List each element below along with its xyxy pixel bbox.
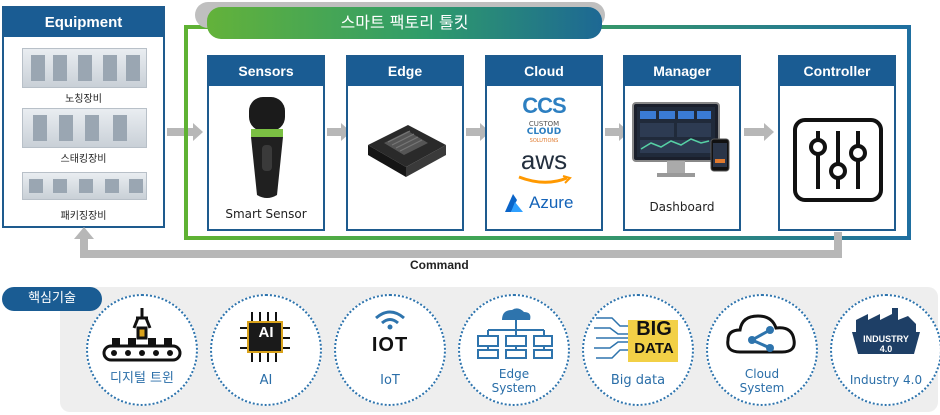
command-arrow-down bbox=[834, 232, 842, 258]
tech-industry-4: INDUSTRY 4.0 Industry 4.0 bbox=[830, 294, 940, 406]
controller-sliders-icon bbox=[793, 118, 883, 202]
ccs-logo-line: SOLUTIONS bbox=[529, 138, 559, 144]
flow-arrow bbox=[744, 123, 774, 141]
command-label: Command bbox=[410, 258, 469, 272]
component-title: Controller bbox=[780, 57, 894, 86]
smart-sensor-icon bbox=[249, 97, 285, 198]
component-edge: Edge bbox=[346, 55, 464, 231]
ai-chip-icon bbox=[240, 312, 290, 362]
ai-badge: AI bbox=[258, 324, 274, 341]
stacking-machine-image bbox=[22, 108, 147, 148]
tech-digital-twin: 디지털 트윈 bbox=[86, 294, 198, 406]
equipment-title: Equipment bbox=[4, 8, 163, 37]
flow-arrow bbox=[605, 123, 629, 141]
packaging-machine-image bbox=[22, 172, 147, 200]
component-cloud: Cloud CCS CUSTOM CLOUD SOLUTIONS aws Azu… bbox=[485, 55, 603, 231]
component-title: Sensors bbox=[209, 57, 323, 86]
core-tech-title: 핵심기술 bbox=[2, 287, 102, 311]
circuit-lines-icon bbox=[594, 317, 630, 359]
industry-badge-icon bbox=[852, 308, 920, 354]
edge-network-icon bbox=[477, 308, 553, 359]
component-caption: Dashboard bbox=[649, 200, 715, 214]
component-manager: Manager Dashboard bbox=[623, 55, 741, 231]
tech-label: Cloud bbox=[744, 367, 780, 381]
component-title: Cloud bbox=[487, 57, 601, 86]
toolkit-title: 스마트 팩토리 툴킷 bbox=[207, 7, 602, 39]
command-arrow-head bbox=[74, 227, 94, 239]
wifi-icon bbox=[375, 310, 405, 330]
tech-label: System bbox=[491, 381, 537, 395]
component-controller: Controller bbox=[778, 55, 896, 231]
command-arrow-up bbox=[80, 238, 88, 258]
flow-arrow bbox=[327, 123, 351, 141]
industry-badge-text: INDUSTRY bbox=[863, 334, 909, 344]
flow-arrow bbox=[466, 123, 490, 141]
equipment-item-label: 노칭장비 bbox=[65, 94, 102, 105]
big-data-badge: BIG bbox=[636, 318, 672, 340]
big-data-badge-bg bbox=[628, 320, 678, 362]
tech-cloud-system: Cloud System bbox=[706, 294, 818, 406]
tech-iot: IOT IoT bbox=[334, 294, 446, 406]
tech-ai: AI AI bbox=[210, 294, 322, 406]
ccs-logo: CCS bbox=[522, 93, 566, 118]
tech-label: AI bbox=[259, 373, 273, 388]
tech-label: Big data bbox=[610, 373, 666, 388]
tech-label: Edge bbox=[498, 367, 530, 381]
component-caption: Smart Sensor bbox=[225, 207, 307, 221]
equipment-item-label: 패키징장비 bbox=[60, 211, 107, 222]
tech-label: System bbox=[739, 381, 785, 395]
iot-badge: IOT bbox=[371, 334, 409, 356]
notching-machine-image bbox=[22, 48, 147, 88]
equipment-item-label: 스태킹장비 bbox=[60, 154, 107, 165]
ccs-logo-line: CUSTOM bbox=[528, 120, 560, 128]
tech-big-data: BIG DATA Big data bbox=[582, 294, 694, 406]
tech-edge-system: Edge System bbox=[458, 294, 570, 406]
component-title: Manager bbox=[625, 57, 739, 86]
aws-logo: aws bbox=[520, 145, 568, 175]
component-title: Edge bbox=[348, 57, 462, 86]
aws-smile-icon bbox=[518, 175, 572, 184]
dashboard-monitor-icon bbox=[632, 102, 730, 177]
tech-label: Industry 4.0 bbox=[849, 373, 923, 387]
robot-arm-conveyor-icon bbox=[102, 308, 182, 362]
tech-label: 디지털 트윈 bbox=[110, 371, 174, 386]
industry-badge-text: 4.0 bbox=[879, 344, 893, 354]
component-sensors: Sensors Smart Sensor bbox=[207, 55, 325, 231]
azure-logo-icon bbox=[505, 194, 523, 212]
equipment-panel: Equipment 노칭장비 스태킹장비 패키징장비 bbox=[2, 6, 165, 228]
edge-device-icon bbox=[368, 125, 446, 177]
ccs-logo-line: CLOUD bbox=[526, 127, 562, 137]
big-data-badge: DATA bbox=[634, 340, 674, 357]
command-arrow-line bbox=[80, 250, 842, 258]
tech-label: IoT bbox=[380, 373, 400, 388]
azure-logo: Azure bbox=[529, 193, 574, 212]
cloud-share-icon bbox=[726, 314, 796, 354]
